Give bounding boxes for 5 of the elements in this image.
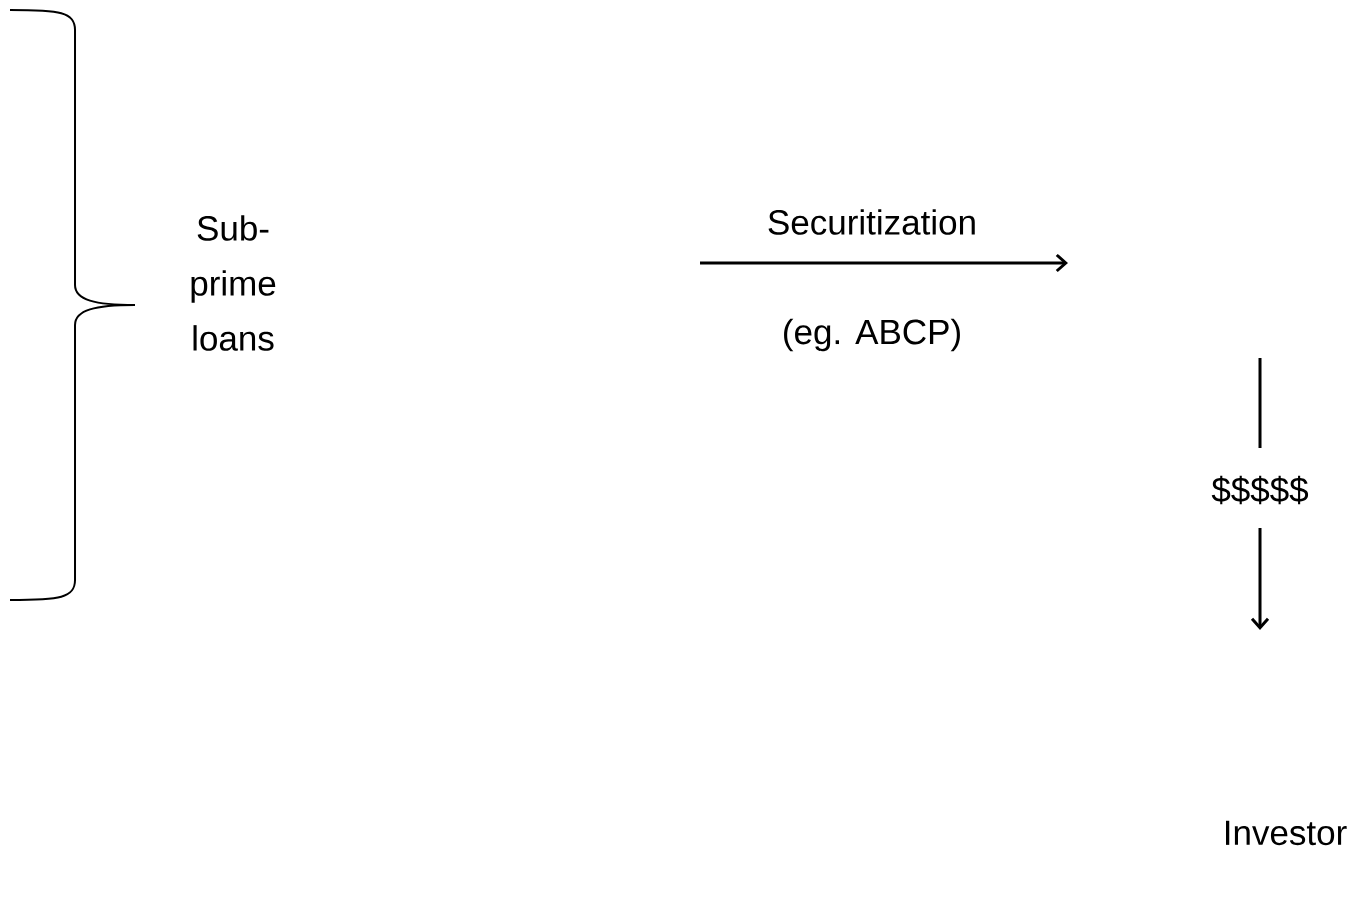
label-text: $$$$$	[1211, 475, 1309, 505]
label-text: (eg. ABCP)	[784, 318, 960, 352]
label-text: Sub- prime loans	[191, 215, 276, 351]
label-text: Securitization	[768, 209, 975, 235]
label-text: Investor	[1226, 820, 1347, 846]
